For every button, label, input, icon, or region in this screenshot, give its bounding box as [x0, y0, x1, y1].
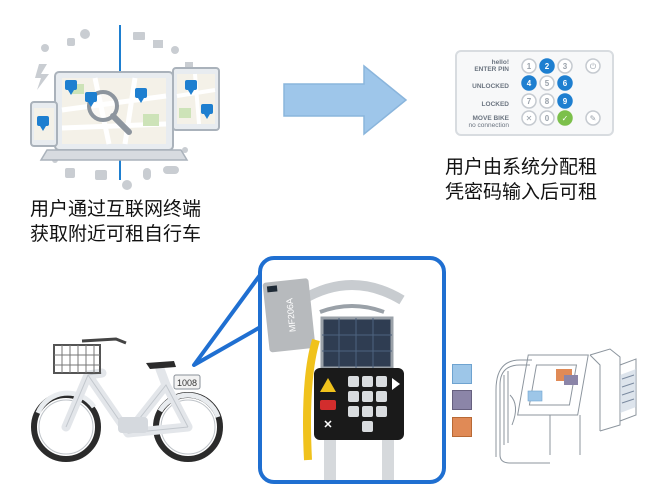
keypad-key-2 [539, 58, 555, 74]
lightning-icon [35, 64, 49, 90]
svg-text:✕: ✕ [323, 419, 332, 431]
laptop-icon [39, 71, 189, 161]
step1-caption-line1: 用户通过互联网终端 [30, 198, 202, 220]
flow-arrow [280, 64, 410, 136]
keypad-key-5 [539, 75, 555, 91]
lock-technical-drawing [490, 345, 640, 470]
chart-icon [153, 40, 163, 48]
cancel-icon [521, 110, 537, 126]
bike-pin-icon [37, 116, 49, 131]
bike-keypad-key-3 [376, 376, 387, 387]
keypad-row-label: ENTER PIN [474, 66, 509, 73]
card-text: MF206A [284, 298, 298, 333]
dot-icon [182, 147, 188, 153]
keypad-row-label: UNLOCKED [472, 83, 509, 90]
bike-keypad-key-6 [376, 391, 387, 402]
step2-caption-line1: 用户由系统分配租 [445, 156, 598, 178]
component-icon-lcd [452, 364, 472, 384]
bike-pin-icon [185, 80, 197, 95]
dot-icon [41, 44, 49, 52]
bike-keypad-key-2 [362, 376, 373, 387]
keypad-row-label: LOCKED [482, 101, 510, 108]
bike-plate-number: 1008 [177, 378, 197, 388]
keypad-key-label: 2 [545, 62, 550, 71]
keypad-key-7 [521, 93, 537, 109]
gear-icon [80, 29, 90, 39]
pin-keypad-panel: hello! ENTER PIN UNLOCKED LOCKED MOVE BI… [455, 50, 614, 136]
keypad-key-3 [557, 58, 573, 74]
power-icon [585, 58, 601, 74]
play-button-icon [392, 378, 400, 390]
component-icon-board [452, 390, 472, 410]
bike-pin-icon [65, 80, 77, 95]
keypad-key-label: 8 [545, 97, 550, 106]
bike-keypad-x-icon: ✕ [323, 419, 332, 431]
step1-caption: 用户通过互联网终端 获取附近可租自行车 [30, 197, 201, 247]
ok-check-icon-glyph: ✓ [562, 114, 569, 123]
bike-pin-icon [135, 88, 147, 103]
step2-caption: 用户由系统分配租 凭密码输入后可租 [445, 155, 597, 205]
keypad-key-4 [521, 75, 537, 91]
bicycle-illustration: 1008 [28, 335, 228, 465]
mail-icon [133, 32, 145, 40]
component-icon-battery [452, 417, 472, 437]
bike-keypad-key-8 [362, 406, 373, 417]
keypad-key-1 [521, 58, 537, 74]
bike-pin-icon [85, 92, 97, 107]
lock-indicator-icon [320, 400, 336, 410]
mouse-icon [143, 168, 151, 180]
step2-caption-line2: 凭密码输入后可租 [445, 181, 598, 203]
keypad-key-label: 5 [545, 79, 550, 88]
tablet-icon [95, 170, 107, 180]
keypad-key-label: 1 [527, 62, 532, 71]
phone-icon [65, 168, 75, 178]
user-icon [122, 180, 132, 190]
bike-keypad-key-5 [362, 391, 373, 402]
gear-icon [67, 38, 75, 46]
callout-pointer [190, 255, 280, 375]
keypad-key-label: 6 [563, 79, 568, 88]
bike-keypad-key-4 [348, 391, 359, 402]
wrench-icon [585, 110, 601, 126]
keypad-key-label: 3 [563, 62, 568, 71]
warning-triangle-icon [320, 378, 336, 392]
step1-caption-line2: 获取附近可租自行车 [30, 223, 202, 245]
dot-icon [171, 46, 179, 54]
gamepad-icon [163, 166, 179, 174]
bike-keypad-key-9 [376, 406, 387, 417]
tablet-icon [172, 67, 220, 131]
bike-keypad-key-7 [348, 406, 359, 417]
keypad-key-label: 0 [545, 114, 550, 123]
wrench-icon-glyph: ✎ [590, 114, 597, 123]
ok-check-icon [557, 110, 573, 126]
keypad-key-6 [557, 75, 573, 91]
keypad-key-0 [539, 110, 555, 126]
zoomed-lock-panel: MF206A ✕ [258, 256, 446, 484]
keypad-key-label: 7 [527, 97, 532, 106]
keypad-row-label: MOVE BIKE [473, 115, 510, 122]
power-icon-glyph: ⏻ [590, 62, 597, 71]
keypad-key-9 [557, 93, 573, 109]
device-illustration [25, 20, 225, 195]
keypad-key-8 [539, 93, 555, 109]
bike-keypad-key-1 [348, 376, 359, 387]
bike-pin-icon [201, 104, 213, 119]
keypad-key-label: 9 [563, 97, 568, 106]
cancel-icon-glyph: ✕ [526, 114, 533, 123]
keypad-row-label: hello! [492, 59, 509, 66]
membership-card: MF206A [262, 278, 316, 353]
keypad-row-label: no connection [469, 122, 510, 129]
bike-keypad-key-0 [362, 421, 373, 432]
keypad-key-label: 4 [527, 79, 532, 88]
